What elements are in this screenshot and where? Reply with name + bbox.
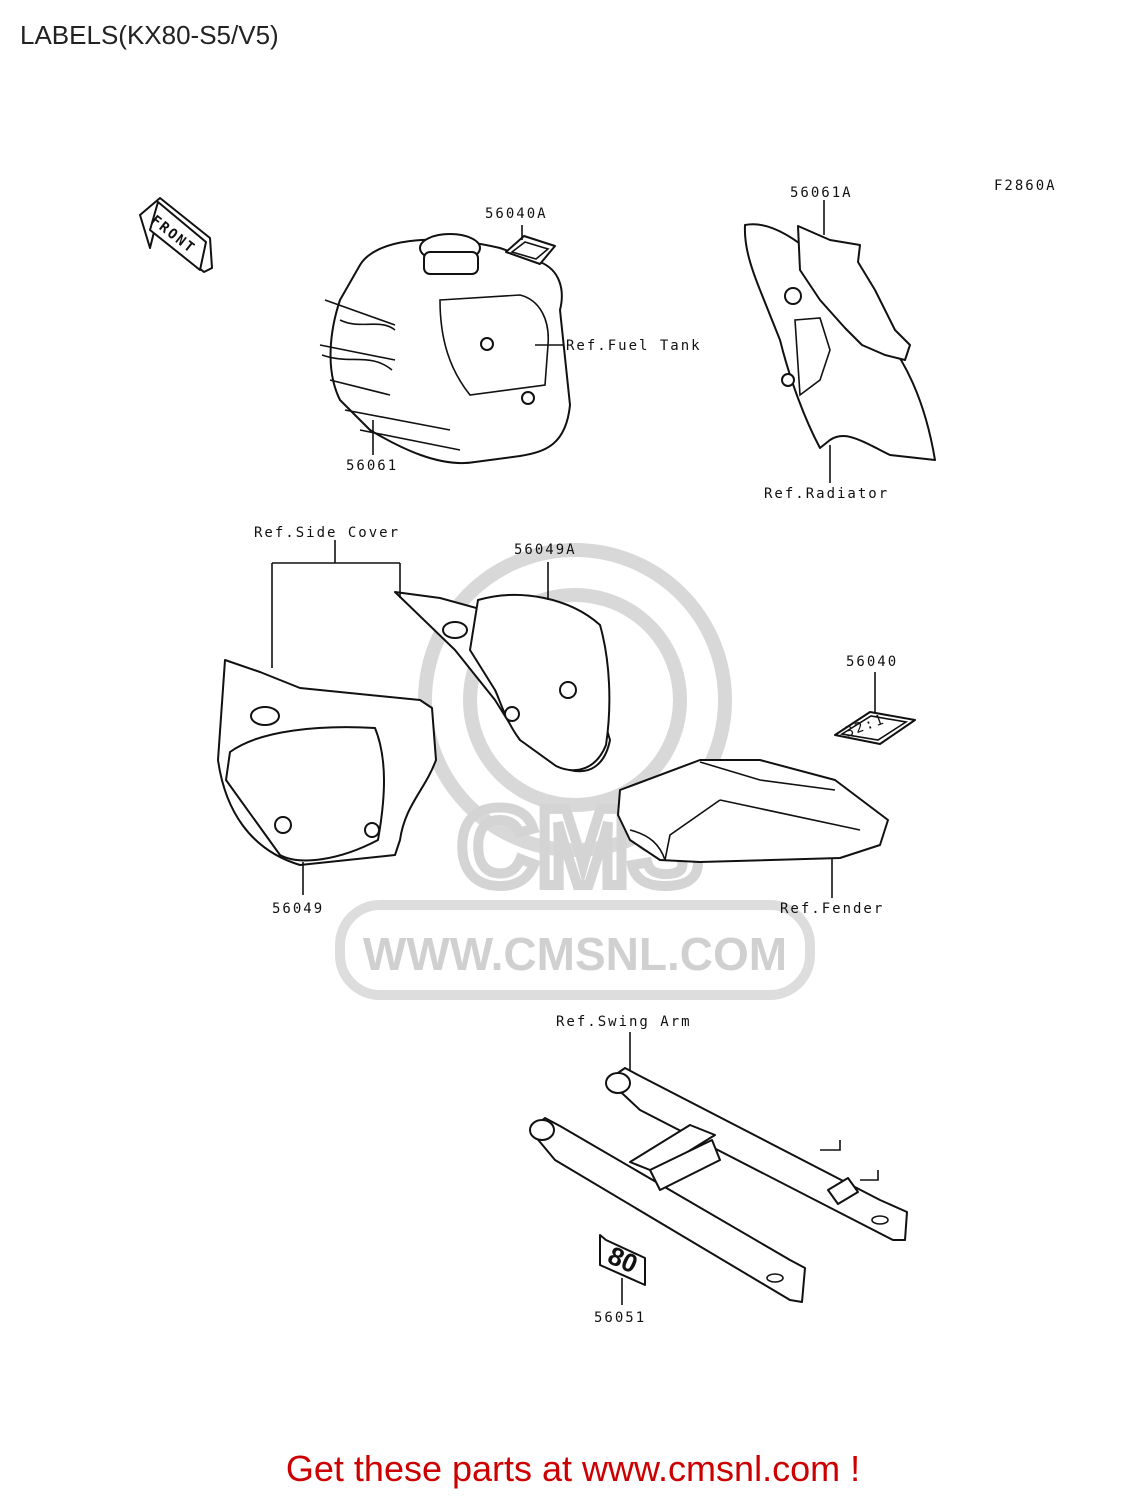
front-arrow-icon: FRONT (139, 197, 213, 273)
decal-56051: 80 (599, 1234, 646, 1286)
side-cover-right (394, 591, 611, 773)
page-title: LABELS(KX80-S5/V5) (20, 20, 279, 50)
callout-ref-swing-arm: Ref.Swing Arm (556, 1014, 692, 1030)
callout-56061A: 56061A (790, 185, 853, 201)
callout-56049: 56049 (272, 901, 324, 917)
callout-56040A: 56040A (485, 206, 548, 222)
decal-56040: 32:1 (834, 711, 916, 745)
callout-ref-fuel-tank: Ref.Fuel Tank (566, 338, 702, 354)
side-cover-left (217, 659, 437, 866)
callout-56051: 56051 (594, 1310, 646, 1326)
callout-56049A: 56049A (514, 542, 577, 558)
callout-ref-fender: Ref.Fender (780, 901, 884, 917)
decal-56040A (505, 235, 556, 265)
fuel-tank (319, 233, 571, 465)
radiator-shroud (743, 223, 936, 461)
figure-code: F2860A (994, 178, 1057, 194)
swing-arm (529, 1067, 908, 1303)
watermark-url: WWW.CMSNL.COM (363, 928, 787, 980)
callout-ref-side-cover: Ref.Side Cover (254, 525, 400, 541)
cms-watermark: CMS WWW.CMSNL.COM (335, 543, 815, 1000)
rear-fender (617, 759, 889, 863)
callout-56040: 56040 (846, 654, 898, 670)
callout-56061: 56061 (346, 458, 398, 474)
callout-ref-radiator: Ref.Radiator (764, 486, 889, 502)
footer-link[interactable]: Get these parts at www.cmsnl.com ! (285, 1448, 861, 1489)
